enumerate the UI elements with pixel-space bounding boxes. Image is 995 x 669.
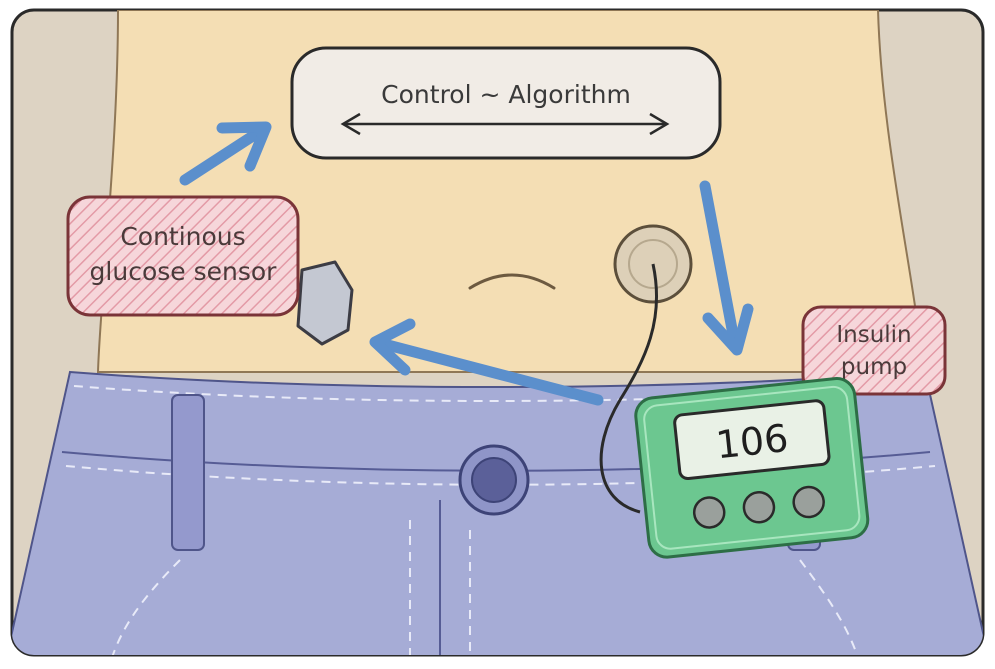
insulin-pump-icon: 106 bbox=[634, 377, 870, 559]
sensor-label-line2: glucose sensor bbox=[90, 257, 278, 286]
belt-loop-left bbox=[172, 395, 204, 550]
sensor-label-box: Continous glucose sensor bbox=[68, 197, 298, 315]
pump-label-line2: pump bbox=[841, 354, 907, 380]
control-algorithm-label: Control ~ Algorithm bbox=[381, 80, 631, 109]
sensor-icon bbox=[298, 262, 352, 344]
control-algorithm-box: Control ~ Algorithm bbox=[292, 48, 720, 158]
pump-label-line1: Insulin bbox=[836, 322, 911, 348]
sensor-label-line1: Continous bbox=[120, 222, 245, 251]
pump-display-value: 106 bbox=[714, 416, 791, 467]
jeans-button-icon bbox=[460, 446, 528, 514]
